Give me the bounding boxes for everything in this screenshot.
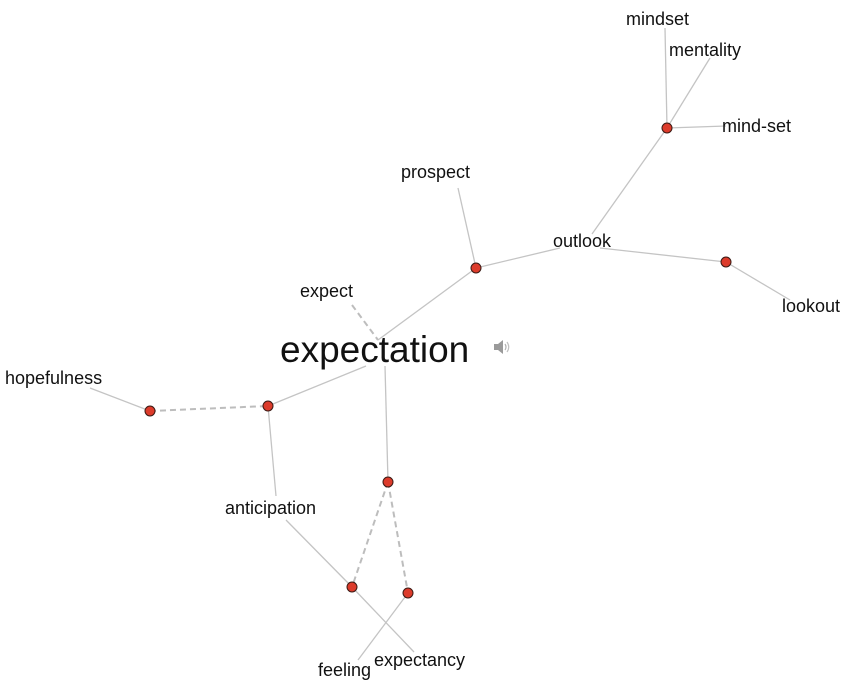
node-feeling-cluster[interactable] — [382, 476, 394, 488]
word-outlook[interactable]: outlook — [553, 231, 612, 251]
word-mentality[interactable]: mentality — [669, 40, 741, 60]
edge-main-outlook-junction — [377, 267, 477, 341]
edge-outlook-junction-prospect — [457, 187, 477, 269]
node-lookout[interactable] — [720, 256, 732, 268]
edge-right-node-feeling — [357, 592, 409, 661]
node-mindset-cluster[interactable] — [661, 122, 673, 134]
edge-mindset-node-mindset — [664, 27, 668, 129]
word-anticipation[interactable]: anticipation — [225, 498, 316, 518]
speaker-icon[interactable] — [494, 340, 510, 354]
edge-mindset-node-mind-set — [666, 125, 727, 129]
edge-outlook-lookout-node — [599, 247, 727, 263]
word-feeling[interactable]: feeling — [318, 660, 371, 680]
edge-hopefulness-word — [89, 387, 151, 412]
node-feeling[interactable] — [402, 587, 414, 599]
edge-expect-dashed — [351, 304, 379, 341]
edge-feeling-node-left-dashed — [351, 481, 389, 588]
word-prospect[interactable]: prospect — [401, 162, 470, 182]
node-hopefulness[interactable] — [144, 405, 156, 417]
word-main-expectation: expectation — [280, 329, 469, 370]
edge-mindset-node-mentality — [666, 57, 711, 129]
edge-main-anticipation-node — [267, 365, 367, 407]
edge-main-feeling-node — [384, 365, 389, 483]
node-expectancy[interactable] — [346, 581, 358, 593]
edge-lookout-node-lookout — [725, 261, 791, 301]
edge-hopefulness-dashed — [149, 405, 269, 412]
word-expectancy[interactable]: expectancy — [374, 650, 465, 670]
word-lookout[interactable]: lookout — [782, 296, 840, 316]
word-expect[interactable]: expect — [300, 281, 353, 301]
edge-feeling-node-right-dashed — [387, 481, 409, 594]
edge-outlook-mindset-node — [591, 127, 668, 235]
edge-lower-node-expectancy — [351, 586, 415, 653]
word-mindset[interactable]: mindset — [626, 9, 689, 29]
edge-anticipation-to-lower-node — [285, 519, 353, 588]
word-mind-set[interactable]: mind-set — [722, 116, 791, 136]
edge-outlook-junction-outlook — [475, 247, 561, 269]
node-anticipation[interactable] — [262, 400, 274, 412]
node-outlook-junction[interactable] — [470, 262, 482, 274]
word-hopefulness[interactable]: hopefulness — [5, 368, 102, 388]
edge-anticipation-node-down — [267, 405, 277, 497]
